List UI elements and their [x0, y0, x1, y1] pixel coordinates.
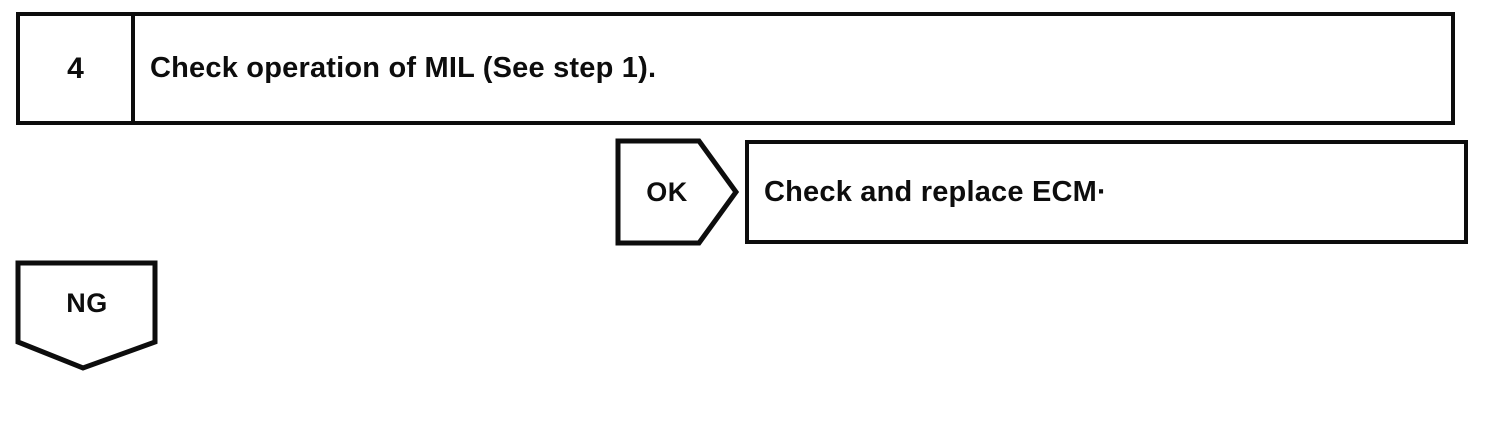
ok-pentagon-icon: [615, 138, 740, 246]
step-number-cell: 4: [20, 16, 135, 121]
ng-pentagon-icon: [15, 260, 158, 371]
step-row-box: 4 Check operation of MIL (See step 1).: [16, 12, 1455, 125]
ok-label: OK: [646, 176, 688, 207]
step-number: 4: [67, 51, 84, 85]
action-text: Check and replace ECM·: [764, 175, 1107, 208]
ok-connector: OK: [615, 138, 740, 246]
step-instruction-text: Check operation of MIL (See step 1).: [150, 52, 657, 84]
action-box: Check and replace ECM·: [745, 140, 1468, 244]
ng-label: NG: [66, 287, 108, 318]
ng-connector: NG: [15, 260, 159, 372]
step-instruction-cell: Check operation of MIL (See step 1).: [135, 16, 1451, 121]
